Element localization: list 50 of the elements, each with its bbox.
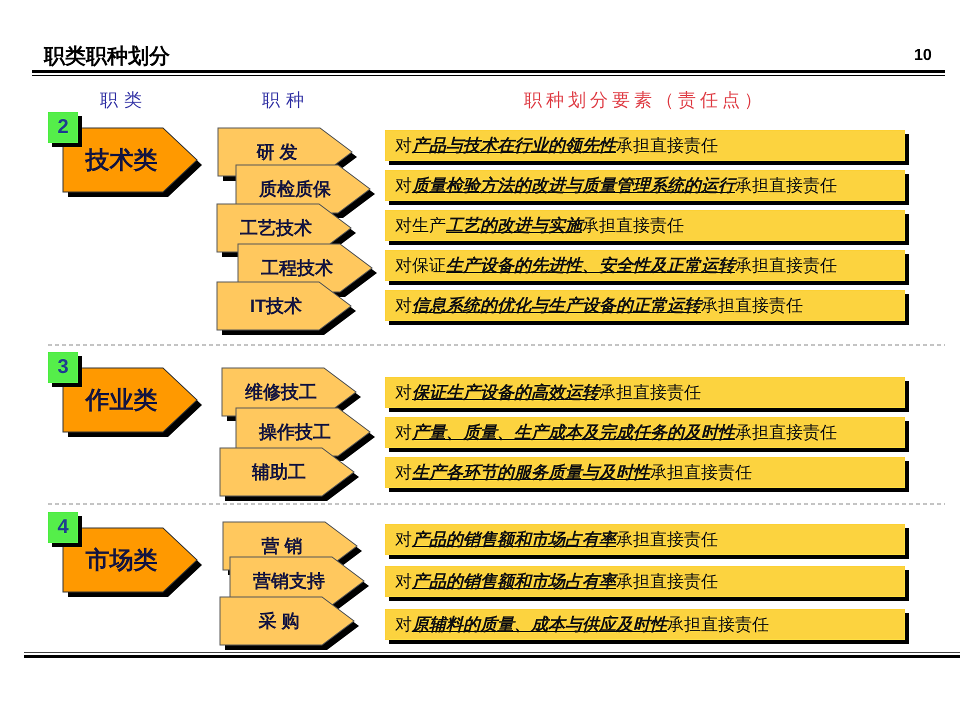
responsibility-bar	[385, 210, 909, 245]
job-type-label: 维修技工	[245, 381, 317, 404]
responsibility-text: 对原辅料的质量、成本与供应及时性承担直接责任	[395, 614, 769, 636]
responsibility-bar	[385, 566, 909, 601]
job-type-pentagon	[217, 282, 356, 335]
column-header: 职种	[262, 89, 310, 112]
responsibility-text: 对产品的销售额和市场占有率承担直接责任	[395, 571, 718, 593]
category-label: 技术类	[86, 146, 158, 176]
responsibility-bar	[385, 377, 909, 412]
responsibility-text: 对质量检验方法的改进与质量管理系统的运行承担直接责任	[395, 175, 837, 197]
responsibility-text: 对产量、质量、生产成本及完成任务的及时性承担直接责任	[395, 422, 837, 444]
job-type-label: 采 购	[258, 610, 300, 633]
category-label: 市场类	[86, 546, 158, 576]
job-type-label: 辅助工	[252, 461, 306, 484]
job-type-label: 质检质保	[259, 178, 331, 201]
category-label: 作业类	[86, 386, 158, 416]
section-number: 2	[57, 116, 69, 139]
responsibility-text: 对保证生产设备的先进性、安全性及正常运转承担直接责任	[395, 255, 837, 277]
responsibility-bar	[385, 609, 909, 644]
responsibility-text: 对产品的销售额和市场占有率承担直接责任	[395, 529, 718, 551]
responsibility-bar	[385, 130, 909, 165]
job-type-label: 营销支持	[253, 570, 325, 593]
responsibility-bar	[385, 417, 909, 452]
responsibility-text: 对生产工艺的改进与实施承担直接责任	[395, 215, 684, 237]
job-type-label: 工艺技术	[240, 217, 312, 240]
job-type-label: 操作技工	[259, 421, 331, 444]
section-number-tile	[48, 112, 82, 147]
page-title: 职类职种划分	[44, 44, 170, 70]
responsibility-text: 对生产各环节的服务质量与及时性承担直接责任	[395, 462, 752, 484]
section-number: 3	[57, 356, 69, 379]
section-number-tile	[48, 512, 82, 547]
responsibility-bar	[385, 290, 909, 325]
section-number-tile	[48, 352, 82, 387]
responsibility-bar	[385, 524, 909, 559]
job-type-label: 研 发	[256, 141, 298, 164]
column-header: 职种划分要素（责任点）	[524, 89, 766, 112]
page-number: 10	[914, 47, 932, 65]
responsibility-bar	[385, 170, 909, 205]
job-type-label: IT技术	[250, 295, 302, 318]
responsibility-text: 对产品与技术在行业的领先性承担直接责任	[395, 135, 718, 157]
job-type-pentagon	[220, 597, 359, 650]
column-header: 职类	[100, 89, 148, 112]
responsibility-bar	[385, 457, 909, 492]
responsibility-bar	[385, 250, 909, 285]
job-type-label: 营 销	[261, 535, 302, 558]
job-type-pentagon	[220, 448, 359, 501]
section-number: 4	[57, 516, 69, 539]
responsibility-text: 对保证生产设备的高效运转承担直接责任	[395, 382, 701, 404]
job-type-label: 工程技术	[261, 257, 333, 280]
responsibility-text: 对信息系统的优化与生产设备的正常运转承担直接责任	[395, 295, 803, 317]
